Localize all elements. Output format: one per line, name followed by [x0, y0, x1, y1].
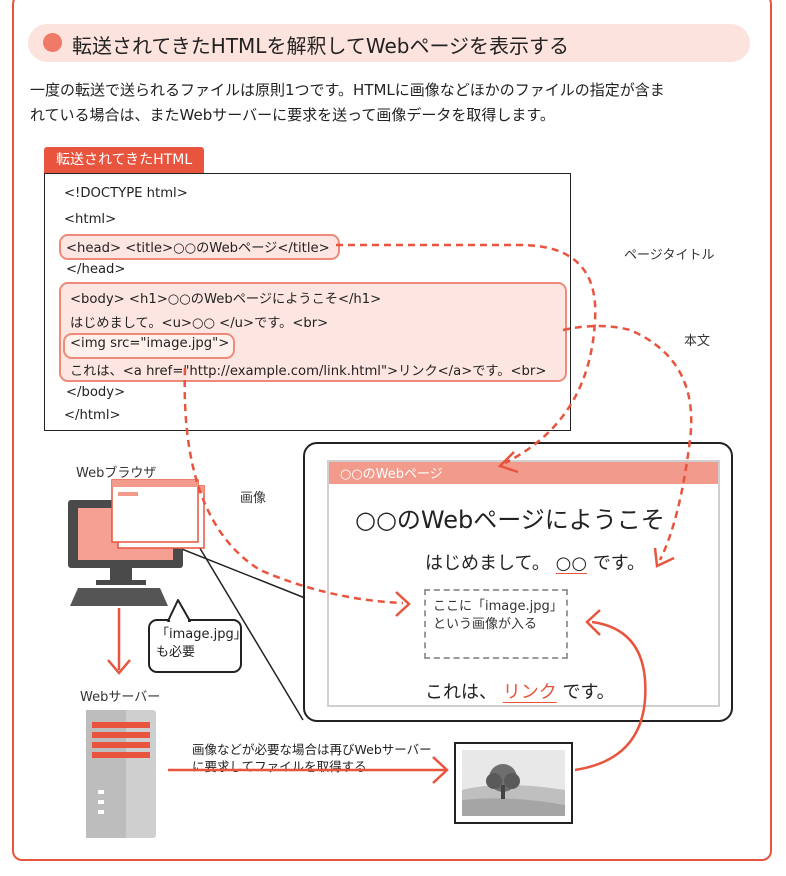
code-tag: 転送されてきたHTML [44, 147, 205, 173]
placeholder-line-2: という画像が入る [433, 617, 538, 632]
code-line: <html> [64, 212, 117, 227]
intro-line-1: 一度の転送で送られるファイルは原則1つです。HTMLに画像などほかのファイルの指… [30, 81, 665, 99]
image-placeholder [424, 589, 568, 659]
section-title: 転送されてきたHTMLを解釈してWebページを表示する [72, 34, 570, 58]
label-page-title: ページタイトル [624, 248, 715, 263]
server-request-note: 画像などが必要な場合は再びWebサーバー に要求してファイルを取得する [192, 741, 432, 775]
code-line: </html> [64, 408, 121, 423]
speech-bubble-text: 「image.jpg」 も必要 [156, 626, 247, 662]
greeting-underlined: ○○ [555, 553, 588, 574]
link-suffix: です。 [562, 682, 615, 703]
bullet-dot-icon [43, 33, 62, 52]
browser-tab-title: ○○のWebページ [340, 467, 443, 482]
bubble-line-1: 「image.jpg」 [156, 627, 247, 642]
label-body: 本文 [684, 334, 711, 349]
label-web-server: Webサーバー [80, 690, 161, 705]
code-line: <!DOCTYPE html> [64, 186, 188, 201]
page-link[interactable]: リンク [502, 682, 557, 703]
code-line: はじめまして。<u>○○ </u>です。<br> [70, 316, 329, 331]
code-line: これは、<a href="http://example.com/link.htm… [70, 364, 547, 379]
section-header [28, 24, 750, 62]
label-image: 画像 [240, 491, 267, 506]
greeting-suffix: です。 [592, 553, 646, 574]
server-note-line-2: に要求してファイルを取得する [192, 759, 367, 774]
rendered-page [327, 460, 720, 707]
bubble-line-2: も必要 [156, 645, 196, 660]
highlight-img [63, 333, 235, 359]
code-line: </body> [66, 385, 126, 400]
code-line: </head> [66, 262, 126, 277]
link-prefix: これは、 [425, 682, 497, 703]
code-line: <head> <title>○○のWebページ</title> [66, 241, 330, 256]
code-line: <body> <h1>○○のWebページにようこそ</h1> [70, 292, 382, 307]
placeholder-line-1: ここに「image.jpg」 [433, 599, 563, 614]
server-note-line-1: 画像などが必要な場合は再びWebサーバー [192, 742, 432, 757]
highlight-head [59, 234, 340, 260]
greeting-text: はじめまして。 [425, 553, 550, 574]
intro-line-2: れている場合は、またWebサーバーに要求を送って画像データを取得します。 [30, 106, 555, 124]
page-heading: ○○のWebページにようこそ [355, 506, 665, 534]
image-placeholder-text: ここに「image.jpg」 という画像が入る [433, 598, 563, 634]
outer-frame [12, 0, 772, 861]
label-web-browser: Webブラウザ [76, 466, 157, 481]
intro-text: 一度の転送で送られるファイルは原則1つです。HTMLに画像などほかのファイルの指… [30, 78, 765, 128]
code-line: <img src="image.jpg"> [70, 336, 230, 351]
page-greeting: はじめまして。 ○○ です。 [425, 549, 645, 575]
page-link-paragraph: これは、 リンク です。 [425, 678, 615, 704]
